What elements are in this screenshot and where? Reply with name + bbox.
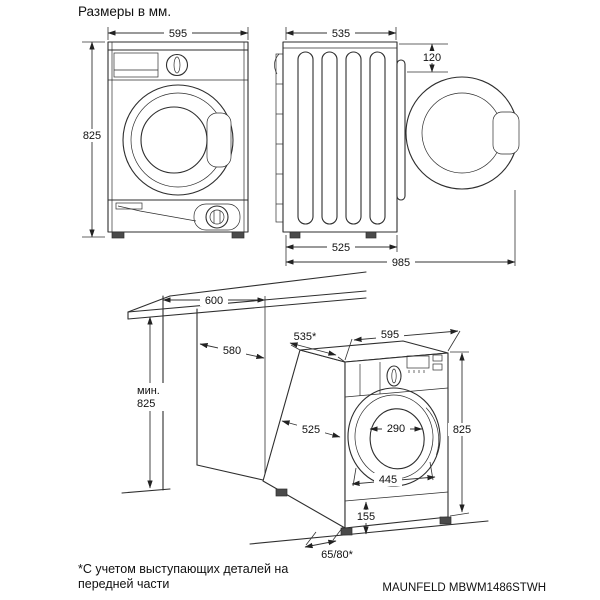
- front-view: [107, 41, 249, 239]
- install-knob-slot: [391, 368, 397, 384]
- program-knob: [165, 53, 189, 77]
- dim-door-outer: 445: [351, 461, 436, 487]
- door-window: [140, 106, 208, 174]
- dim-body-depth: 525: [285, 235, 398, 266]
- dim-foot-adjust: 65/80*: [304, 526, 360, 561]
- install-foot-front-left: [340, 527, 353, 536]
- model-label: MAUNFELD MBWM1486STWH: [382, 582, 546, 594]
- dim-label-foot-adjust: 65/80*: [321, 549, 354, 561]
- dim-label-install-depth: 535*: [294, 331, 317, 343]
- dim-label-install-width: 595: [381, 329, 399, 341]
- page-title: Размеры в мм.: [78, 4, 171, 19]
- door-handle: [206, 112, 232, 168]
- open-door: [396, 59, 520, 201]
- side-body-outline: [282, 41, 398, 233]
- machine-control-panel: [344, 354, 449, 398]
- dim-label-side-depth: 535: [332, 28, 350, 40]
- side-view: [274, 41, 520, 239]
- install-machine: [262, 340, 452, 536]
- dim-depth-door-open: 985: [285, 190, 516, 269]
- detergent-drawer: [113, 52, 159, 78]
- countertop: [127, 271, 367, 320]
- dim-label-niche-min-prefix: мин.: [137, 385, 160, 397]
- dim-side-depth: 535: [285, 27, 397, 40]
- dim-label-depth-door-open: 985: [392, 257, 410, 269]
- install-foot-front-right: [439, 516, 452, 525]
- dim-label-niche-depth: 580: [223, 345, 241, 357]
- dim-label-front-height: 825: [83, 130, 101, 142]
- kick-panel: [107, 199, 249, 231]
- dim-install-height: 825: [448, 351, 476, 517]
- dim-label-door-outer: 445: [379, 474, 397, 486]
- dim-door-window: 290: [369, 422, 423, 435]
- program-knob-slot: [173, 56, 181, 74]
- display: [406, 355, 430, 369]
- machine-side-face: [262, 349, 346, 529]
- drain-filter-cap: [205, 205, 229, 229]
- side-ribs: [297, 51, 386, 225]
- footnote-line2: передней части: [78, 577, 169, 591]
- open-door-handle: [492, 111, 520, 155]
- dim-label-door-window: 290: [387, 423, 405, 435]
- install-foot-back: [275, 488, 288, 497]
- dim-install-side-depth: 525: [281, 420, 341, 438]
- install-door-handle: [425, 407, 440, 456]
- dim-install-depth: 535*: [287, 329, 346, 363]
- dim-door-protrusion: 120: [399, 43, 448, 73]
- dim-label-body-depth: 525: [332, 242, 350, 254]
- front-door: [122, 84, 234, 196]
- dim-label-plinth-height: 155: [357, 511, 375, 523]
- dim-label-door-protrusion: 120: [423, 52, 441, 64]
- dim-niche-min-height: мин. 825: [134, 316, 168, 489]
- side-foot-left: [289, 231, 301, 239]
- dim-front-height: 825: [78, 41, 106, 238]
- plinth-line: [344, 491, 449, 502]
- front-foot-right: [231, 231, 245, 239]
- rear-fittings: [274, 53, 284, 223]
- dim-label-install-height: 825: [453, 424, 471, 436]
- front-foot-left: [111, 231, 125, 239]
- dim-niche-depth: 580: [199, 342, 265, 360]
- drain-filter-plate: [193, 203, 241, 231]
- dim-install-width: 595: [344, 328, 461, 361]
- dim-label-front-width: 595: [169, 28, 187, 40]
- panel-button-bottom: [432, 363, 443, 371]
- dim-label-counter-depth: 600: [205, 295, 223, 307]
- dim-front-width: 595: [107, 27, 249, 40]
- dim-label-niche-min-height: 825: [137, 398, 155, 410]
- panel-button-top: [432, 354, 443, 362]
- dim-counter-depth: 600: [162, 294, 266, 307]
- dim-plinth-height: 155: [352, 501, 381, 535]
- footnote-line1: *С учетом выступающих деталей на: [78, 562, 288, 576]
- dim-label-install-side-depth: 525: [302, 424, 320, 436]
- door-edge-plate: [396, 59, 406, 201]
- side-foot-right: [365, 231, 377, 239]
- install-knob: [386, 365, 402, 387]
- floor-line: [249, 520, 489, 545]
- front-body-outline: [107, 41, 249, 233]
